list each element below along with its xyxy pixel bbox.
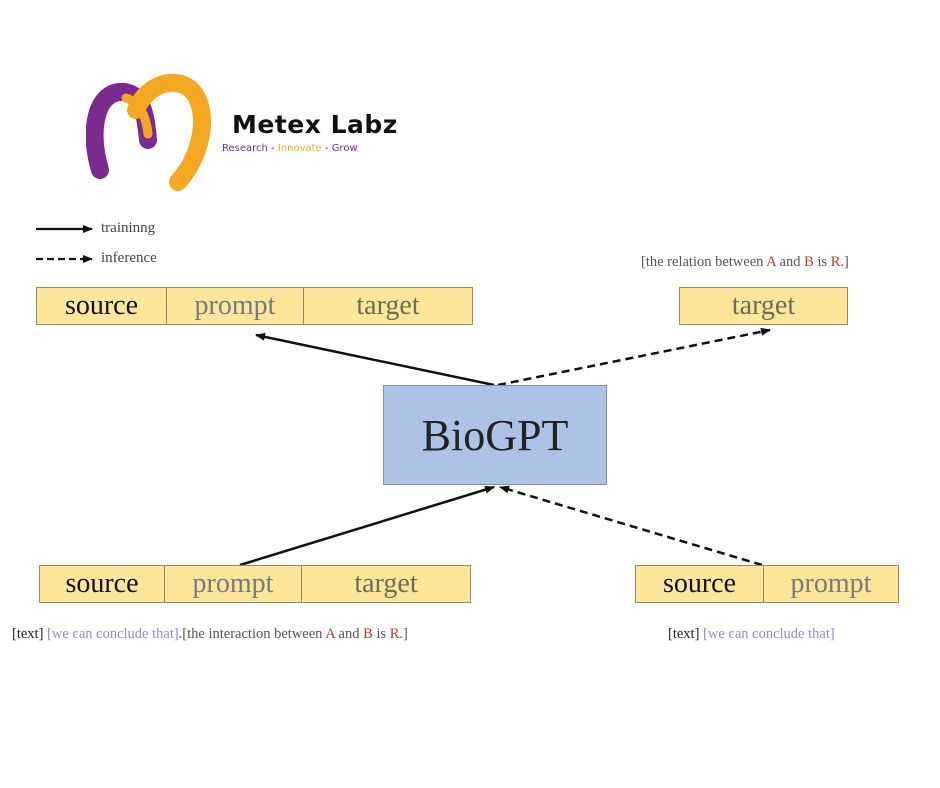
training-target-sequence: source prompt target — [36, 287, 473, 325]
caption-relation-r: R — [830, 254, 841, 270]
token-source: source — [39, 565, 165, 603]
token-source: source — [36, 287, 167, 325]
inference-input-caption: [text] [we can conclude that] — [668, 626, 835, 643]
tagline-innovate: Innovate — [277, 143, 322, 154]
inference-input-sequence: source prompt — [635, 565, 899, 603]
brand-name: Metex Labz — [232, 110, 398, 139]
caption-and: and — [775, 254, 805, 270]
metex-labz-logo-icon — [86, 73, 211, 191]
token-target: target — [304, 287, 473, 325]
token-source: source — [635, 565, 764, 603]
arrow-bottom-right-to-model — [499, 485, 763, 567]
caption-close: .] — [399, 626, 408, 642]
caption-bracket: .[ — [178, 626, 188, 642]
brand-tagline: Research - Innovate - Grow — [222, 143, 358, 154]
arrow-model-to-top-right — [497, 327, 771, 387]
caption-entity-a: A — [325, 626, 335, 642]
token-target: target — [302, 565, 471, 603]
caption-close: .] — [840, 254, 849, 270]
token-prompt: prompt — [165, 565, 302, 603]
tagline-grow: Grow — [331, 143, 358, 154]
arrow-bottom-left-to-model — [239, 485, 495, 567]
tagline-research: Research — [222, 143, 268, 154]
caption-is: is — [372, 626, 390, 642]
token-prompt: prompt — [764, 565, 899, 603]
caption-entity-a: A — [766, 254, 776, 270]
caption-and: and — [334, 626, 364, 642]
caption-relation: the interaction between — [187, 626, 326, 642]
tagline-sep-1: - — [267, 143, 278, 154]
arrow-model-to-top-left — [255, 332, 495, 387]
caption-entity-b: B — [363, 626, 373, 642]
inference-output-sequence: target — [679, 287, 848, 325]
tagline-sep-2: - — [321, 143, 332, 154]
training-input-sequence: source prompt target — [39, 565, 471, 603]
caption-relation-r: R — [389, 626, 400, 642]
caption-prompt: [we can conclude that] — [43, 626, 179, 642]
caption-text-tag: [text] — [12, 626, 44, 642]
caption-prompt: [we can conclude that] — [699, 626, 835, 642]
legend-inference-label: inference — [101, 250, 157, 266]
caption-bracket: [ — [641, 254, 646, 270]
token-prompt: prompt — [167, 287, 304, 325]
legend-training-label: traininng — [101, 220, 156, 236]
inference-output-caption: [the relation between A and B is R.] — [641, 254, 849, 271]
token-target: target — [679, 287, 848, 325]
caption-relation: the relation between — [645, 254, 767, 270]
caption-text-tag: [text] — [668, 626, 700, 642]
training-input-caption: [text] [we can conclude that].[the inter… — [12, 626, 408, 643]
caption-is: is — [813, 254, 831, 270]
biogpt-model-box: BioGPT — [383, 385, 607, 485]
caption-entity-b: B — [804, 254, 814, 270]
